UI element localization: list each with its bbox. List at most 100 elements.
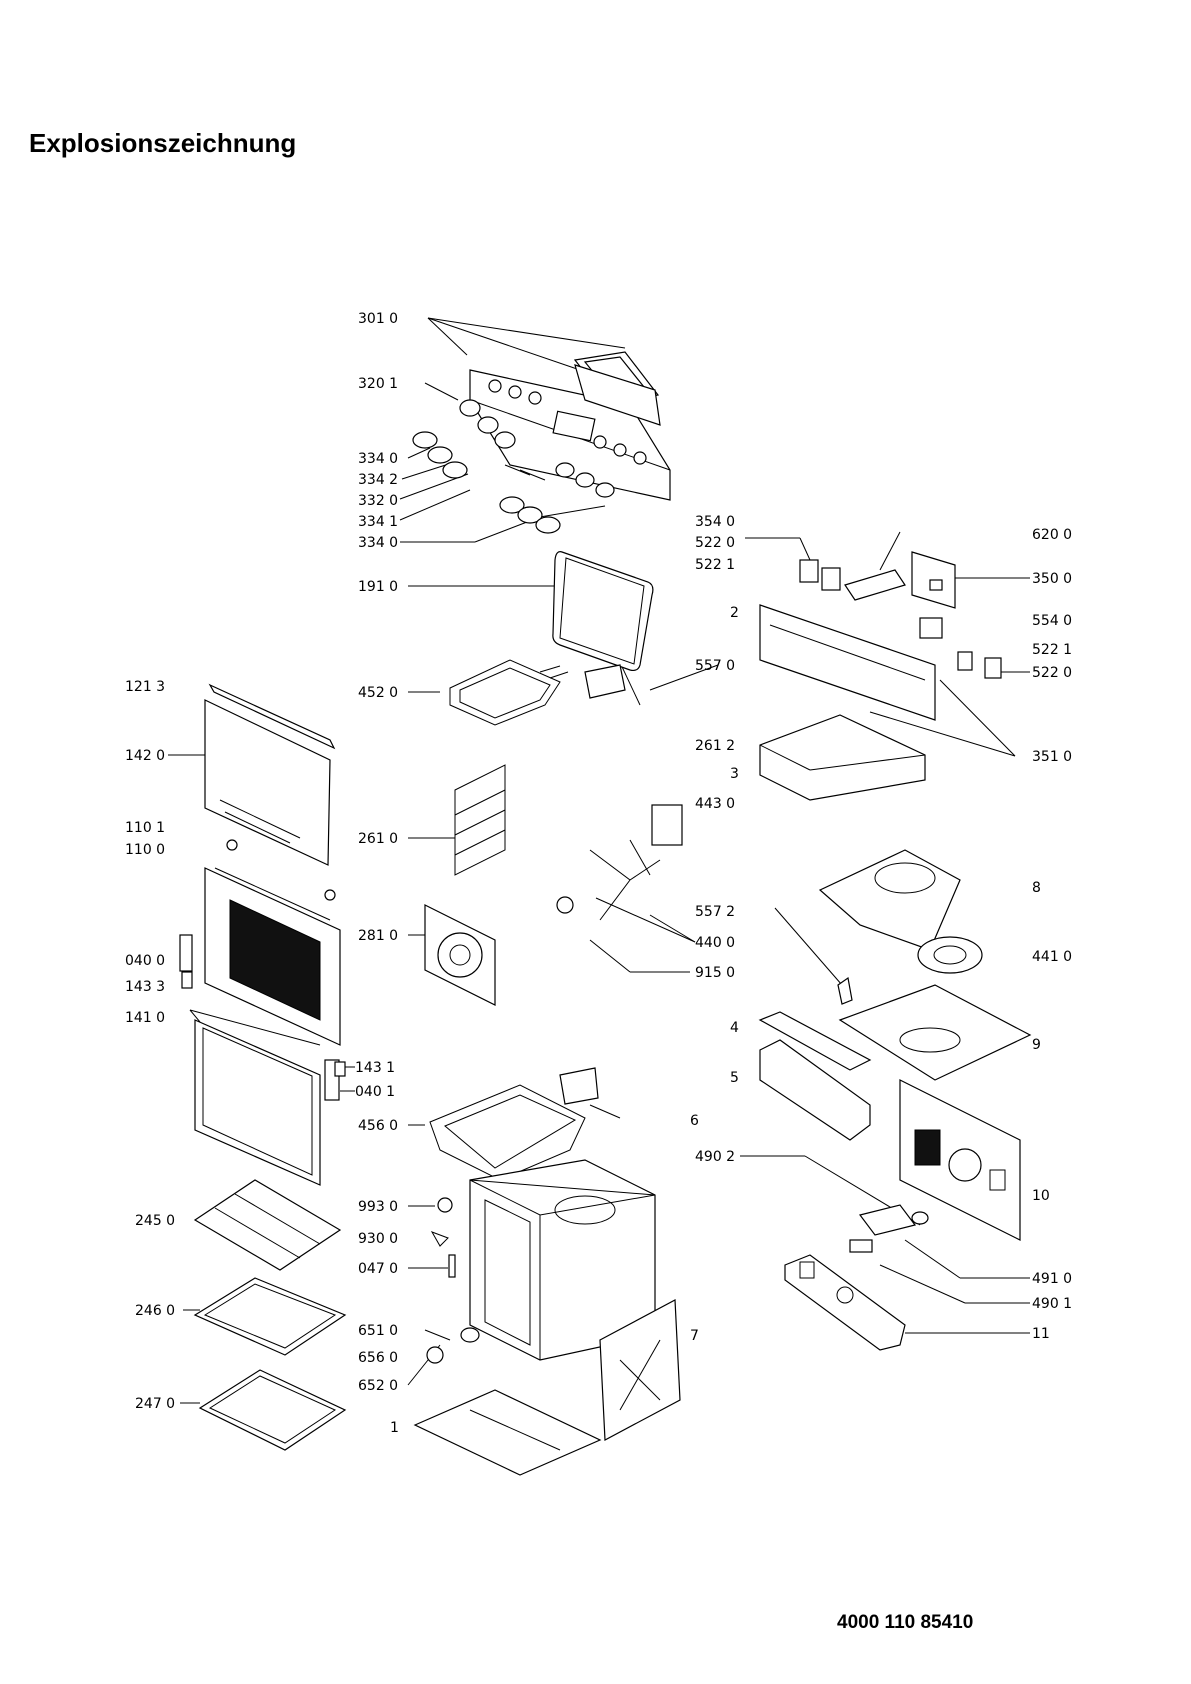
label-440-0: 440 0: [695, 935, 735, 951]
module-350: [911, 551, 956, 609]
outer-glass-142: [204, 699, 331, 866]
part-labels: 301 0 320 1 334 0 334 2 332 0 334 1 334 …: [125, 311, 1072, 1436]
label-554-0: 554 0: [1032, 613, 1072, 629]
tray-247: [198, 1369, 347, 1451]
control-panel: [469, 369, 671, 501]
label-522-1-b: 522 1: [1032, 642, 1072, 658]
rail-4: [758, 1011, 872, 1071]
label-456-0: 456 0: [358, 1118, 398, 1134]
label-522-0-a: 522 0: [695, 535, 735, 551]
door-hinges: [179, 934, 346, 1101]
connectors-490-491: [849, 1204, 929, 1253]
fan-motor-443: [556, 804, 683, 921]
cover-261-2: [759, 714, 926, 801]
inner-glass-141: [194, 1019, 321, 1186]
label-4: 4: [730, 1020, 739, 1036]
terminal-block: [844, 569, 906, 601]
label-522-1-a: 522 1: [695, 557, 735, 573]
label-247-0: 247 0: [135, 1396, 175, 1412]
fan-441: [917, 936, 983, 974]
label-141-0: 141 0: [125, 1010, 165, 1026]
oven-cavity: [469, 1159, 656, 1361]
label-522-0-b: 522 0: [1032, 665, 1072, 681]
component-554: [919, 617, 943, 639]
label-652-0: 652 0: [358, 1378, 398, 1394]
door-trim-121: [208, 683, 336, 750]
cooling-fan-housing-8: [818, 849, 961, 951]
label-5: 5: [730, 1070, 739, 1086]
label-9: 9: [1032, 1037, 1041, 1053]
control-knobs: [412, 399, 615, 534]
label-3: 3: [730, 766, 739, 782]
label-651-0: 651 0: [358, 1323, 398, 1339]
label-354-0: 354 0: [695, 514, 735, 530]
label-656-0: 656 0: [358, 1350, 398, 1366]
label-246-0: 246 0: [135, 1303, 175, 1319]
relays-354-522: [799, 559, 841, 591]
door-inner-frame: [204, 867, 341, 1046]
label-320-1: 320 1: [358, 376, 398, 392]
label-7: 7: [690, 1328, 699, 1344]
bracket-5: [759, 1039, 871, 1141]
label-142-0: 142 0: [125, 748, 165, 764]
back-panel-10: [899, 1079, 1021, 1241]
label-040-1: 040 1: [355, 1084, 395, 1100]
label-8: 8: [1032, 880, 1041, 896]
bracket-2: [759, 604, 936, 721]
label-334-0-a: 334 0: [358, 451, 398, 467]
label-490-1: 490 1: [1032, 1296, 1072, 1312]
label-350-0: 350 0: [1032, 571, 1072, 587]
small-parts-993-930-047: [430, 1197, 456, 1278]
rack-245: [193, 1179, 342, 1271]
page-title: Explosionszeichnung: [29, 128, 297, 158]
label-110-1: 110 1: [125, 820, 165, 836]
label-443-0: 443 0: [695, 796, 735, 812]
label-281-0: 281 0: [358, 928, 398, 944]
label-334-1: 334 1: [358, 514, 398, 530]
label-332-0: 332 0: [358, 493, 398, 509]
label-441-0: 441 0: [1032, 949, 1072, 965]
heating-element-452: [449, 659, 626, 726]
label-301-0: 301 0: [358, 311, 398, 327]
rear-bracket-11: [784, 1254, 906, 1351]
label-334-2: 334 2: [358, 472, 398, 488]
label-915-0: 915 0: [695, 965, 735, 981]
label-110-0: 110 0: [125, 842, 165, 858]
label-491-0: 491 0: [1032, 1271, 1072, 1287]
label-334-0-b: 334 0: [358, 535, 398, 551]
sensor-557-2: [837, 976, 853, 1005]
label-143-1: 143 1: [355, 1060, 395, 1076]
side-rack-261-0: [454, 764, 506, 876]
lamp-parts-651-656-652: [426, 1327, 480, 1364]
label-11: 11: [1032, 1326, 1050, 1342]
label-10: 10: [1032, 1188, 1050, 1204]
label-557-2: 557 2: [695, 904, 735, 920]
label-557-0: 557 0: [695, 658, 735, 674]
label-143-3: 143 3: [125, 979, 165, 995]
bottom-element-456: [429, 1067, 599, 1181]
label-452-0: 452 0: [358, 685, 398, 701]
label-261-2: 261 2: [695, 738, 735, 754]
label-261-0: 261 0: [358, 831, 398, 847]
display-frame: [573, 351, 661, 426]
rear-panel-7: [599, 1299, 681, 1441]
bottom-panel-1: [413, 1389, 602, 1476]
tray-246: [193, 1277, 347, 1356]
relays-522b: [957, 651, 1002, 679]
top-plate-9: [838, 984, 1032, 1081]
label-6: 6: [690, 1113, 699, 1129]
label-245-0: 245 0: [135, 1213, 175, 1229]
label-490-2: 490 2: [695, 1149, 735, 1165]
label-040-0: 040 0: [125, 953, 165, 969]
label-047-0: 047 0: [358, 1261, 398, 1277]
label-351-0: 351 0: [1032, 749, 1072, 765]
label-191-0: 191 0: [358, 579, 398, 595]
label-2: 2: [730, 605, 739, 621]
label-1: 1: [390, 1420, 399, 1436]
label-930-0: 930 0: [358, 1231, 398, 1247]
label-620-0: 620 0: [1032, 527, 1072, 543]
label-993-0: 993 0: [358, 1199, 398, 1215]
gasket-191: [552, 551, 654, 672]
fan-cover-281: [424, 904, 496, 1006]
